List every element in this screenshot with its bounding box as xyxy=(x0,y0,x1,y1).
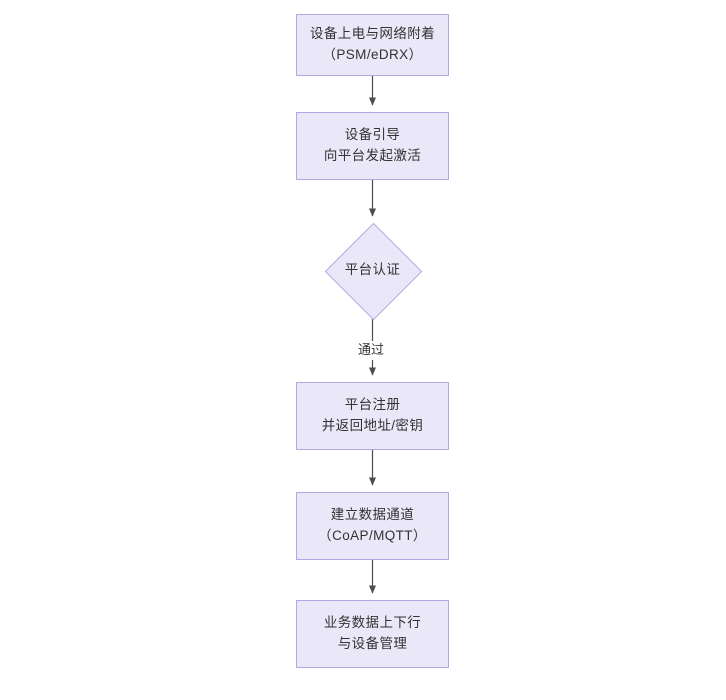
node-label: 设备引导 向平台发起激活 xyxy=(323,127,422,163)
node-establish-data-channel[interactable]: 建立数据通道 （CoAP/MQTT） xyxy=(296,492,449,560)
node-label: 业务数据上下行 与设备管理 xyxy=(323,615,422,651)
node-label: 平台注册 并返回地址/密钥 xyxy=(321,397,424,433)
node-business-data-and-device-management[interactable]: 业务数据上下行 与设备管理 xyxy=(296,600,449,668)
node-device-bootstrap[interactable]: 设备引导 向平台发起激活 xyxy=(296,112,449,180)
node-label: 设备上电与网络附着 （PSM/eDRX） xyxy=(309,26,436,62)
node-platform-authentication[interactable]: 平台认证 xyxy=(324,222,423,321)
node-platform-registration[interactable]: 平台注册 并返回地址/密钥 xyxy=(296,382,449,450)
node-label: 建立数据通道 （CoAP/MQTT） xyxy=(318,507,427,543)
node-device-power-on[interactable]: 设备上电与网络附着 （PSM/eDRX） xyxy=(296,14,449,76)
edge-label-pass: 通过 xyxy=(355,341,388,360)
diamond-shape xyxy=(324,222,423,321)
